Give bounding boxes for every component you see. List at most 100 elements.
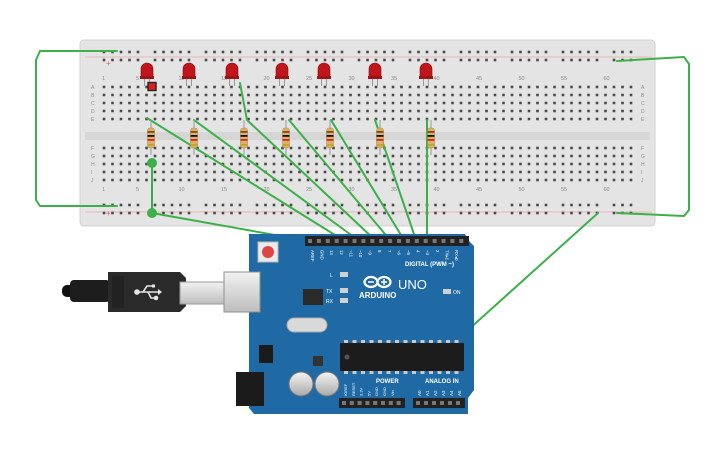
hole[interactable] xyxy=(570,203,573,207)
hole[interactable] xyxy=(255,203,259,207)
hole[interactable] xyxy=(204,154,208,158)
hole[interactable] xyxy=(468,178,471,182)
hole[interactable] xyxy=(153,117,157,121)
hole[interactable] xyxy=(102,58,106,62)
hole[interactable] xyxy=(221,58,225,62)
wire-right-rail-loop[interactable] xyxy=(616,56,690,217)
hole[interactable] xyxy=(383,154,386,158)
hole[interactable] xyxy=(485,117,488,121)
hole[interactable] xyxy=(306,203,310,207)
hole[interactable] xyxy=(383,211,386,215)
hole[interactable] xyxy=(145,170,148,174)
hole[interactable] xyxy=(408,203,412,207)
hole[interactable] xyxy=(408,154,412,158)
hole[interactable] xyxy=(510,85,514,89)
hole[interactable] xyxy=(247,93,250,97)
hole[interactable] xyxy=(519,162,522,166)
hole[interactable] xyxy=(264,101,267,105)
hole[interactable] xyxy=(255,117,259,121)
hole[interactable] xyxy=(604,109,607,113)
hole[interactable] xyxy=(468,154,471,158)
hole[interactable] xyxy=(587,117,590,121)
analog-header[interactable] xyxy=(413,398,465,408)
hole[interactable] xyxy=(544,109,548,113)
hole[interactable] xyxy=(238,117,242,121)
hole[interactable] xyxy=(434,109,437,113)
hole[interactable] xyxy=(408,101,412,105)
hole[interactable] xyxy=(595,203,599,207)
hole[interactable] xyxy=(604,117,607,121)
hole[interactable] xyxy=(400,109,403,113)
hole[interactable] xyxy=(213,211,216,215)
hole[interactable] xyxy=(264,203,267,207)
hole[interactable] xyxy=(136,85,140,89)
hole[interactable] xyxy=(289,50,293,54)
hole[interactable] xyxy=(536,154,539,158)
hole[interactable] xyxy=(544,162,548,166)
hole[interactable] xyxy=(451,178,454,182)
hole[interactable] xyxy=(374,162,378,166)
hole[interactable] xyxy=(519,211,522,215)
hole[interactable] xyxy=(502,146,505,150)
hole[interactable] xyxy=(536,146,539,150)
hole[interactable] xyxy=(230,85,233,89)
hole[interactable] xyxy=(587,85,590,89)
hole[interactable] xyxy=(162,170,165,174)
hole[interactable] xyxy=(544,178,548,182)
hole[interactable] xyxy=(119,101,123,105)
hole[interactable] xyxy=(519,170,522,174)
hole[interactable] xyxy=(340,109,344,113)
hole[interactable] xyxy=(128,58,131,62)
hole[interactable] xyxy=(527,117,531,121)
hole[interactable] xyxy=(468,58,471,62)
hole[interactable] xyxy=(527,154,531,158)
hole[interactable] xyxy=(136,178,140,182)
hole[interactable] xyxy=(570,170,573,174)
hole[interactable] xyxy=(383,58,386,62)
reset-button-cap[interactable] xyxy=(262,246,274,258)
hole[interactable] xyxy=(179,146,182,150)
hole[interactable] xyxy=(298,101,301,105)
hole[interactable] xyxy=(502,101,505,105)
hole[interactable] xyxy=(578,117,582,121)
hole[interactable] xyxy=(519,93,522,97)
hole[interactable] xyxy=(468,50,471,54)
hole[interactable] xyxy=(213,146,216,150)
hole[interactable] xyxy=(119,170,123,174)
hole[interactable] xyxy=(451,146,454,150)
hole[interactable] xyxy=(417,203,420,207)
hole[interactable] xyxy=(315,211,318,215)
hole[interactable] xyxy=(468,85,471,89)
hole[interactable] xyxy=(442,93,446,97)
hole[interactable] xyxy=(383,109,386,113)
hole[interactable] xyxy=(162,117,165,121)
hole[interactable] xyxy=(425,50,429,54)
hole[interactable] xyxy=(383,50,386,54)
hole[interactable] xyxy=(145,85,148,89)
hole[interactable] xyxy=(383,117,386,121)
hole[interactable] xyxy=(332,101,335,105)
hole[interactable] xyxy=(476,170,480,174)
hole[interactable] xyxy=(332,211,335,215)
hole[interactable] xyxy=(281,93,284,97)
hole[interactable] xyxy=(213,101,216,105)
hole[interactable] xyxy=(400,146,403,150)
hole[interactable] xyxy=(621,117,624,121)
hole[interactable] xyxy=(366,146,369,150)
hole[interactable] xyxy=(595,101,599,105)
hole[interactable] xyxy=(323,50,327,54)
hole[interactable] xyxy=(281,109,284,113)
hole[interactable] xyxy=(264,162,267,166)
hole[interactable] xyxy=(510,146,514,150)
hole[interactable] xyxy=(119,154,123,158)
hole[interactable] xyxy=(196,154,199,158)
hole[interactable] xyxy=(485,203,488,207)
hole[interactable] xyxy=(289,154,293,158)
hole[interactable] xyxy=(179,162,182,166)
wire-d7[interactable] xyxy=(330,119,405,241)
hole[interactable] xyxy=(519,50,522,54)
hole[interactable] xyxy=(536,101,539,105)
hole[interactable] xyxy=(612,50,616,54)
hole[interactable] xyxy=(111,170,114,174)
hole[interactable] xyxy=(476,117,480,121)
